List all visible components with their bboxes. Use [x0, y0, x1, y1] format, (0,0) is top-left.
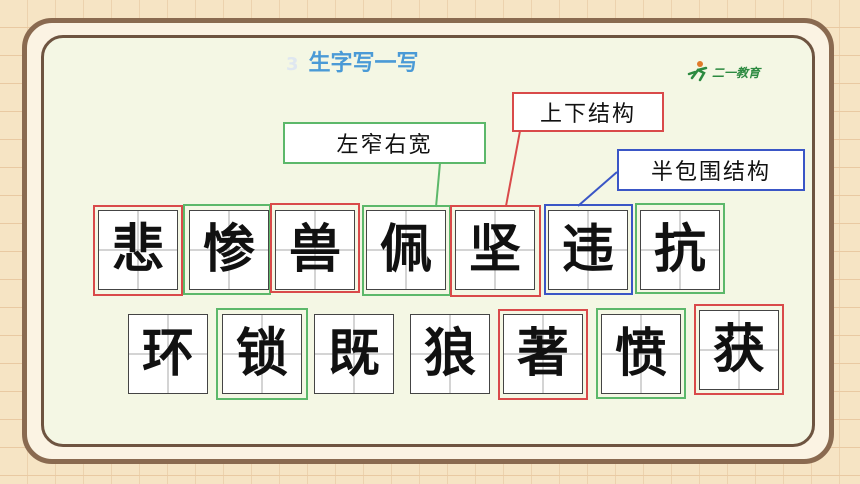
runner-icon: [687, 61, 708, 82]
char-cell[interactable]: 悲: [98, 210, 178, 290]
char-cell[interactable]: 锁: [222, 314, 302, 394]
section-number: 3: [286, 54, 299, 75]
section-title-text: 生字写一写: [308, 51, 419, 76]
char-cell[interactable]: 坚: [455, 210, 535, 290]
char-cell[interactable]: 获: [699, 310, 779, 390]
char-cell[interactable]: 狼: [410, 314, 490, 394]
label-top-bottom-structure: 上下结构: [512, 92, 664, 132]
char-cell[interactable]: 违: [548, 210, 628, 290]
char-cell[interactable]: 兽: [275, 210, 355, 290]
char-cell[interactable]: 抗: [640, 210, 720, 290]
label-half-enclosed-structure: 半包围结构: [617, 149, 805, 191]
char-cell[interactable]: 环: [128, 314, 208, 394]
char-cell[interactable]: 著: [503, 314, 583, 394]
char-cell[interactable]: 佩: [366, 210, 446, 290]
char-cell[interactable]: 既: [314, 314, 394, 394]
logo-text: 二一教育: [712, 66, 761, 80]
char-cell[interactable]: 愤: [601, 314, 681, 394]
char-cell[interactable]: 惨: [189, 210, 269, 290]
label-left-narrow-right-wide: 左窄右宽: [283, 122, 486, 164]
section-title: 3 生字写一写: [286, 48, 419, 80]
